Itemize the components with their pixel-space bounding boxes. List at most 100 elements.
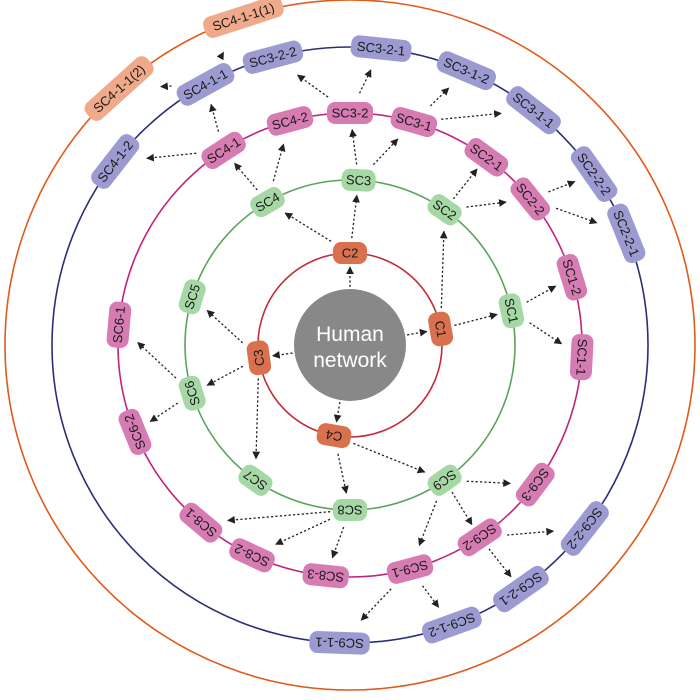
- node-pill: [386, 554, 434, 584]
- node-label: SC1: [501, 297, 521, 325]
- node-sc9-1-1[interactable]: SC9-1-1: [309, 631, 370, 655]
- node-sc3-2-1[interactable]: SC3-2-1: [350, 35, 412, 63]
- node-sc5[interactable]: SC5: [177, 277, 208, 316]
- node-pill: [560, 501, 609, 556]
- node-sc3[interactable]: SC3: [341, 168, 376, 192]
- node-sc2[interactable]: SC2: [424, 191, 464, 229]
- node-sc9[interactable]: SC9: [424, 461, 464, 499]
- hub[interactable]: Human network: [294, 289, 406, 401]
- node-sc9-2-2[interactable]: SC9-2-2: [558, 498, 613, 559]
- edge-hub-to-C1: [407, 328, 428, 337]
- edge-SC9-to-SC9-3: [466, 479, 512, 487]
- node-pill: [246, 340, 272, 376]
- node-sc6-1[interactable]: SC6-1: [106, 301, 132, 349]
- node-sc9-1-2[interactable]: SC9-1-2: [420, 604, 484, 645]
- node-sc4-1[interactable]: SC4-1: [198, 129, 249, 173]
- node-label: SC8-3: [307, 566, 345, 585]
- node-label: SC9-1-1: [315, 634, 364, 651]
- edge-SC6-to-SC6-2: [149, 402, 179, 423]
- node-label: SC6: [181, 379, 203, 408]
- hub-circle: [294, 289, 406, 401]
- edge-C2-to-SC4: [284, 212, 332, 242]
- node-pill: [556, 253, 588, 301]
- node-sc3-1-1[interactable]: SC3-1-1: [503, 83, 564, 138]
- node-sc9-1[interactable]: SC9-1: [385, 553, 435, 586]
- node-pill: [436, 51, 497, 91]
- edge-SC6-to-SC6-1: [137, 341, 177, 379]
- edge-SC4-1-to-SC4-1-2: [146, 152, 197, 162]
- node-c2[interactable]: C2: [333, 242, 367, 264]
- node-sc3-2[interactable]: SC3-2: [327, 102, 373, 124]
- node-sc2-2-1[interactable]: SC2-2-1: [605, 201, 648, 265]
- node-pill: [316, 423, 352, 449]
- edge-SC4-to-SC4-1: [234, 162, 258, 191]
- node-sc6-2[interactable]: SC6-2: [116, 406, 154, 457]
- node-sc4-1-2[interactable]: SC4-1-2: [88, 131, 143, 192]
- node-label: SC4-1-1(1): [211, 0, 277, 34]
- node-sc1-1[interactable]: SC1-1: [569, 333, 594, 381]
- edge-C2-to-SC3: [351, 194, 360, 239]
- node-pill: [492, 565, 549, 613]
- edge-hub-to-C4: [333, 402, 342, 423]
- node-pill: [569, 333, 594, 381]
- node-label: C3: [250, 349, 267, 368]
- node-pill: [91, 134, 140, 189]
- edges-layer: [137, 51, 598, 621]
- node-pill: [229, 538, 275, 573]
- edge-SC9-to-SC9-2: [451, 491, 473, 526]
- node-pill: [266, 106, 314, 136]
- node-sc8-2[interactable]: SC8-2: [227, 536, 278, 575]
- node-label: SC4-1-1(2): [90, 62, 148, 116]
- edge-SC1-to-SC1-2: [526, 285, 557, 303]
- node-sc4-1-12[interactable]: SC4-1-1(2): [81, 53, 157, 124]
- node-label: SC1-1: [573, 338, 590, 376]
- node-sc8-3[interactable]: SC8-3: [302, 562, 350, 589]
- edge-SC8-to-SC8-3: [331, 526, 345, 559]
- node-sc1[interactable]: SC1: [497, 292, 526, 330]
- edge-SC8-to-SC8-1: [227, 511, 331, 524]
- edge-SC4-1-to-SC4-1-1: [209, 103, 220, 132]
- node-label: C4: [325, 427, 344, 445]
- node-sc1-2[interactable]: SC1-2: [555, 252, 589, 302]
- edge-SC3-1-to-SC3-1-1: [441, 110, 502, 120]
- edge-SC3-2-to-SC3-2-2: [297, 74, 329, 98]
- node-sc4[interactable]: SC4: [247, 184, 287, 220]
- edge-SC4-to-SC4-2: [272, 143, 286, 182]
- node-sc9-3[interactable]: SC9-3: [513, 460, 558, 510]
- node-pill: [464, 138, 509, 177]
- node-pill: [428, 311, 454, 347]
- node-sc9-2-1[interactable]: SC9-2-1: [490, 563, 552, 616]
- node-c1[interactable]: C1: [427, 310, 455, 347]
- node-sc4-1-11[interactable]: SC4-1-1(1): [201, 0, 286, 40]
- hub-label-line-1: Human: [316, 323, 384, 346]
- node-sc2-2-2[interactable]: SC2-2-2: [568, 143, 621, 205]
- node-sc4-1-1[interactable]: SC4-1-1: [174, 60, 237, 109]
- node-c3[interactable]: C3: [246, 339, 273, 376]
- node-sc4-2[interactable]: SC4-2: [265, 104, 315, 137]
- node-pill: [457, 518, 502, 557]
- edge-C4-to-SC9: [353, 442, 426, 474]
- node-sc3-1-2[interactable]: SC3-1-2: [434, 49, 498, 93]
- node-sc7[interactable]: SC7: [235, 461, 275, 499]
- edge-C4-to-SC8: [337, 453, 349, 494]
- edge-SC9-2-to-SC9-2-2: [507, 527, 555, 536]
- node-sc2-1[interactable]: SC2-1: [461, 135, 511, 180]
- node-label: SC6-1: [110, 306, 128, 344]
- edge-SC9-1-to-SC9-1-1: [360, 588, 392, 621]
- edge-SC2-to-SC2-1: [452, 168, 478, 200]
- node-pill: [390, 106, 438, 138]
- node-sc9-2[interactable]: SC9-2: [454, 515, 504, 559]
- node-pill: [515, 462, 555, 507]
- edge-SC4-1-1-to-SC4-1-1(2): [160, 82, 172, 91]
- node-c4[interactable]: C4: [315, 422, 352, 450]
- node-sc6[interactable]: SC6: [177, 374, 208, 413]
- node-sc3-2-2[interactable]: SC3-2-2: [241, 39, 305, 76]
- edge-SC3-to-SC3-2: [349, 128, 358, 165]
- node-sc3-1[interactable]: SC3-1: [389, 105, 439, 139]
- edge-SC4-1-1-to-SC4-1-1(1): [216, 51, 225, 61]
- edge-hub-to-C3: [271, 351, 293, 359]
- node-sc8[interactable]: SC8: [333, 499, 367, 521]
- node-pill: [570, 146, 618, 203]
- node-pill: [341, 168, 376, 192]
